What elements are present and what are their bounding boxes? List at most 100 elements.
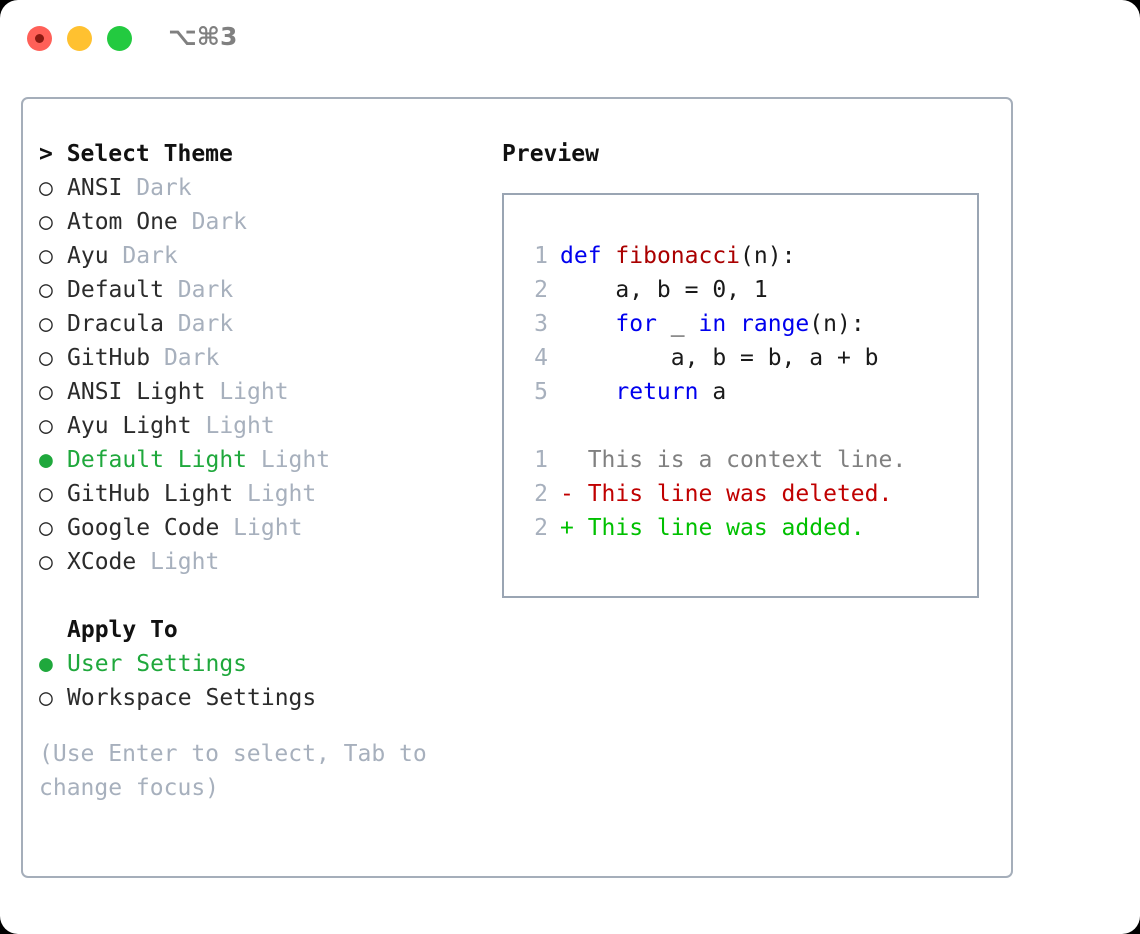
theme-category: Light [136, 549, 220, 575]
radio-unselected-icon: ○ [39, 311, 53, 337]
line-number: 2 [534, 481, 548, 507]
code-token: fibonacci [615, 243, 741, 269]
radio-unselected-icon: ○ [39, 345, 53, 371]
radio-unselected-icon: ○ [39, 549, 53, 575]
code-token [726, 311, 740, 337]
theme-list-item[interactable]: ○ Atom One Dark [39, 205, 489, 239]
theme-category: Dark [122, 175, 192, 201]
main-panel: > Select Theme ○ ANSI Dark ○ Atom One Dark ○ A… [21, 97, 1013, 878]
theme-list-item[interactable]: ○ Google Code Light [39, 511, 489, 545]
apply-to-label: Workspace Settings [67, 685, 317, 711]
diff-block: 1 This is a context line. 2 - This line wa… [520, 443, 977, 545]
code-token: return [615, 379, 699, 405]
preview-title: Preview [502, 141, 599, 167]
radio-unselected-icon: ○ [39, 685, 53, 711]
theme-category: Light [233, 481, 317, 507]
theme-list-item[interactable]: ● Default Light Light [39, 443, 489, 477]
theme-name: GitHub [67, 345, 151, 371]
code-line: 3 for _ in range(n): [520, 307, 977, 341]
radio-unselected-icon: ○ [39, 243, 53, 269]
theme-list-item[interactable]: ○ XCode Light [39, 545, 489, 579]
close-window-button[interactable] [27, 26, 52, 51]
theme-name: ANSI Light [67, 379, 206, 405]
title-bar: ⌥⌘3 [0, 0, 1140, 78]
line-number: 2 [534, 515, 548, 541]
radio-unselected-icon: ○ [39, 175, 53, 201]
code-token: (n): [740, 243, 796, 269]
theme-list-item[interactable]: ○Ayu Dark [39, 239, 489, 273]
theme-category: Light [205, 379, 289, 405]
radio-selected-icon: ● [39, 447, 53, 473]
theme-category: Light [219, 515, 303, 541]
line-number: 4 [534, 345, 548, 371]
theme-name: Ayu Light [67, 413, 192, 439]
theme-list-item[interactable]: ○ ANSI Dark [39, 171, 489, 205]
theme-list-item[interactable]: ○ ANSI Light Light [39, 375, 489, 409]
code-line: 4 a, b = b, a + b [520, 341, 977, 375]
code-token: a, b = b, a + b [560, 345, 879, 371]
line-number: 5 [534, 379, 548, 405]
code-token: a, b = 0, 1 [560, 277, 768, 303]
code-token [602, 243, 616, 269]
apply-to-option[interactable]: ● User Settings [39, 647, 489, 681]
code-token: This is a context line. [560, 447, 907, 473]
theme-name: XCode [67, 549, 137, 575]
code-line: 2 a, b = 0, 1 [520, 273, 977, 307]
line-number: 3 [534, 311, 548, 337]
code-line: 1 def fibonacci(n): [520, 239, 977, 273]
theme-category: Dark [150, 345, 220, 371]
theme-name: ANSI [67, 175, 123, 201]
code-token: _ [656, 311, 699, 337]
line-number: 1 [534, 447, 548, 473]
theme-name: Atom One [67, 209, 178, 235]
apply-to-option[interactable]: ○ Workspace Settings [39, 681, 489, 715]
radio-unselected-icon: ○ [39, 481, 53, 507]
line-number: 2 [534, 277, 548, 303]
code-token: + This line was added. [560, 515, 865, 541]
diff-line: 2 + This line was added. [520, 511, 977, 545]
maximize-window-button[interactable] [107, 26, 132, 51]
radio-unselected-icon: ○ [39, 277, 53, 303]
theme-name: Dracula [67, 311, 164, 337]
theme-list-item[interactable]: ○ Default Dark [39, 273, 489, 307]
theme-list-header: > Select Theme [39, 141, 233, 167]
code-token: in [698, 311, 727, 337]
keyboard-hint: (Use Enter to select, Tab to change focu… [39, 741, 427, 801]
code-token: def [560, 243, 602, 269]
radio-unselected-icon: ○ [39, 379, 53, 405]
theme-list: > Select Theme ○ ANSI Dark ○ Atom One Dark ○ A… [39, 137, 489, 579]
theme-name: Ayu [67, 243, 109, 269]
theme-name: Default Light [67, 447, 248, 473]
line-number: 1 [534, 243, 548, 269]
theme-category: Light [247, 447, 331, 473]
minimize-window-button[interactable] [67, 26, 92, 51]
theme-category: Dark [177, 209, 248, 235]
radio-unselected-icon: ○ [39, 515, 53, 541]
theme-list-item[interactable]: ○ Dracula Dark [39, 307, 489, 341]
radio-unselected-icon: ○ [39, 413, 53, 439]
theme-list-item[interactable]: ○ GitHub Dark [39, 341, 489, 375]
code-token: (n): [809, 311, 865, 337]
theme-category: Dark [163, 277, 234, 303]
apply-to-header: Apply To [67, 617, 178, 643]
theme-name: Google Code [67, 515, 220, 541]
theme-list-item[interactable]: ○Ayu Light Light [39, 409, 489, 443]
theme-name: Default [67, 277, 164, 303]
code-token [560, 311, 615, 337]
apply-to-label: User Settings [67, 651, 248, 677]
code-token: - This line was deleted. [560, 481, 893, 507]
code-line: 5 return a [520, 375, 977, 409]
radio-selected-icon: ● [39, 651, 53, 677]
section-spacer [39, 579, 489, 613]
close-icon [35, 34, 44, 43]
theme-list-item[interactable]: ○GitHub Light Light [39, 477, 489, 511]
theme-category: Dark [163, 311, 234, 337]
diff-line: 2 - This line was deleted. [520, 477, 977, 511]
code-token: a [698, 379, 727, 405]
radio-unselected-icon: ○ [39, 209, 53, 235]
theme-selector-column: > Select Theme ○ ANSI Dark ○ Atom One Dark ○ A… [39, 137, 489, 805]
code-token: for [615, 311, 657, 337]
